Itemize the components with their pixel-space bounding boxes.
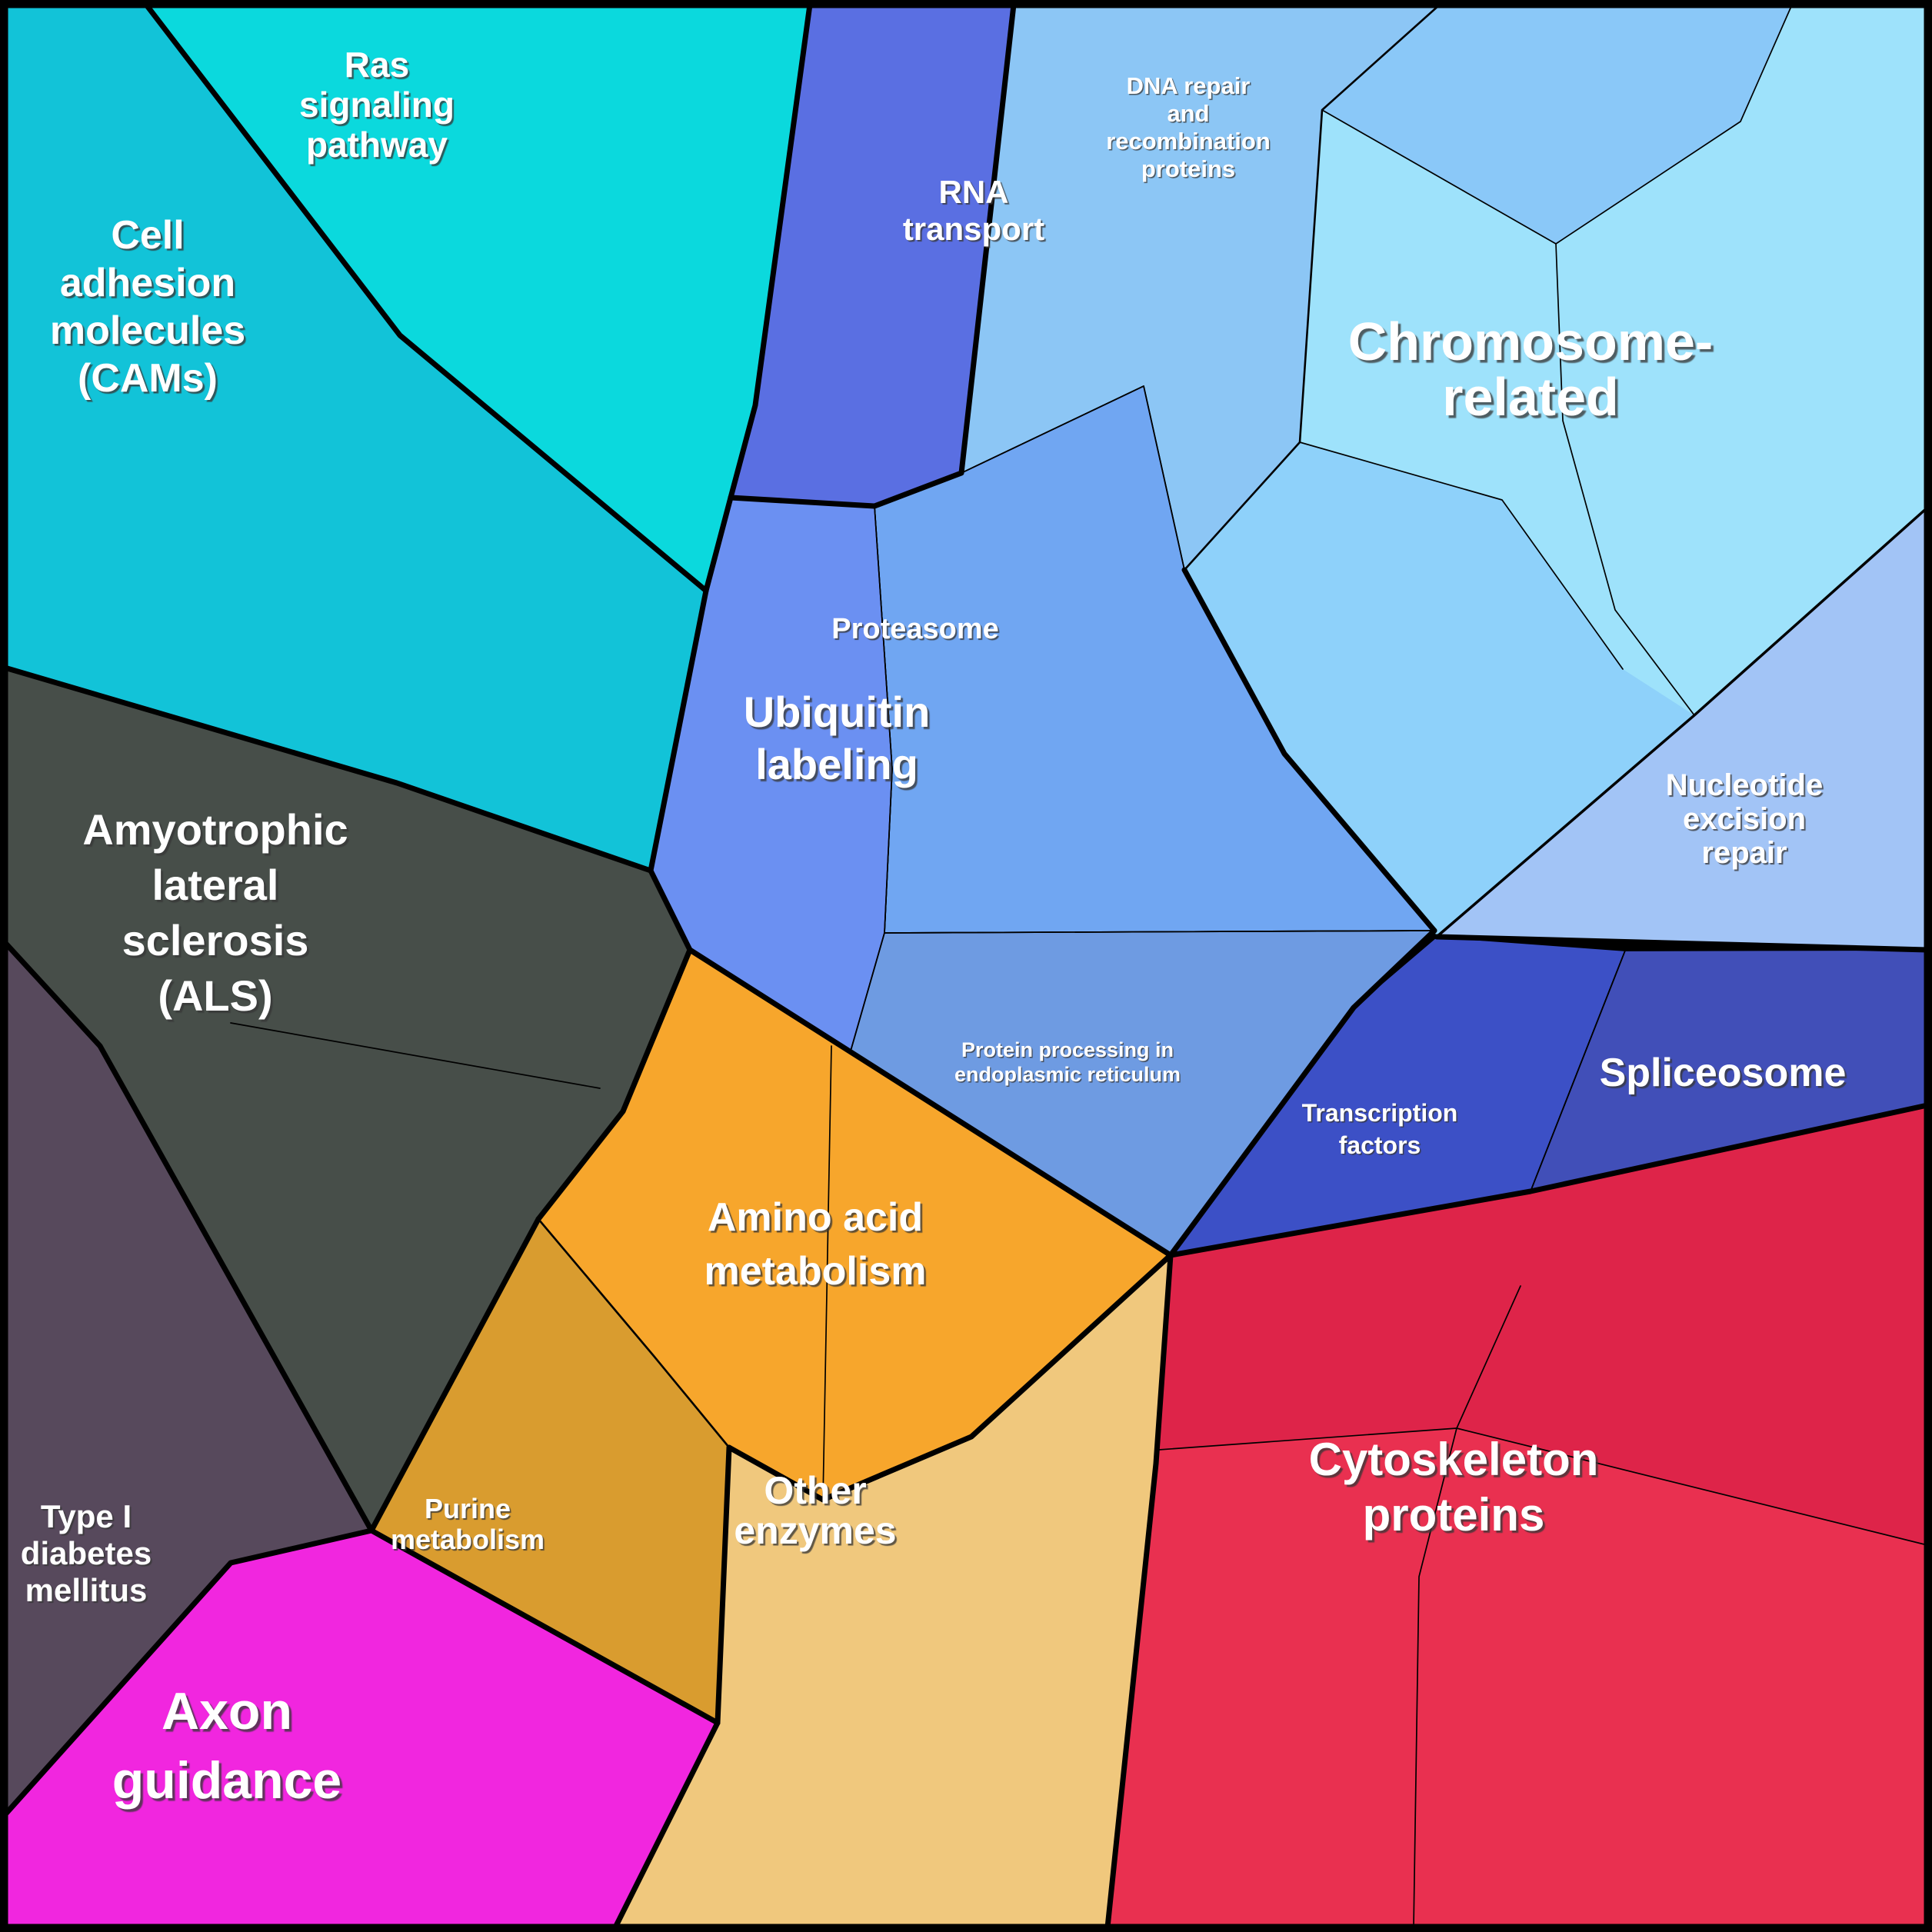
border-line — [1104, 1252, 1174, 1930]
cytoskeleton-subcell-top — [1159, 1105, 1927, 1545]
border-line — [1168, 928, 1437, 1258]
label-type-1-diabetes-mellitus: Type I — [41, 1498, 132, 1534]
label-cell-adhesion-molecules: (CAMs) — [78, 356, 218, 401]
border-line — [2, 939, 375, 1534]
label-ubiquitin-labeling: labeling — [755, 740, 918, 788]
border-line — [368, 1527, 721, 1726]
label-transcription-factors: factors — [1339, 1131, 1421, 1159]
border-line — [871, 2, 1017, 509]
label-purine-metabolism: Purine — [425, 1493, 511, 1524]
border-line — [849, 932, 885, 1054]
border-line — [648, 868, 693, 953]
border-line — [1299, 441, 1624, 670]
label-cytoskeleton-proteins: proteins — [1363, 1489, 1545, 1541]
label-cell-adhesion-molecules: adhesion — [60, 261, 235, 305]
label-type-1-diabetes-mellitus: diabetes — [21, 1535, 152, 1571]
label-chromosome-related: Chromosome- — [1348, 311, 1713, 371]
label-rna-transport: transport — [903, 211, 1044, 247]
border-line — [728, 2, 813, 501]
border-line — [230, 1022, 601, 1089]
border-line — [1158, 1427, 1928, 1546]
label-protein-processing-in-endoplasmic-reticulum: endoplasmic reticulum — [954, 1063, 1181, 1086]
label-dna-repair-and-recombination-proteins: and — [1167, 100, 1209, 127]
border-line — [368, 1216, 541, 1534]
label-type-1-diabetes-mellitus: mellitus — [25, 1572, 148, 1608]
label-dna-repair-and-recombination-proteins: proteins — [1141, 155, 1235, 182]
chromosome-subcell-left — [1184, 442, 1694, 937]
label-nucleotide-excision-repair: repair — [1701, 836, 1787, 870]
border-line — [822, 1045, 832, 1501]
label-other-enzymes: enzymes — [734, 1509, 896, 1552]
label-ras-signaling-pathway: pathway — [306, 125, 448, 165]
label-nucleotide-excision-repair: Nucleotide — [1666, 768, 1823, 802]
label-cell-adhesion-molecules: Cell — [111, 213, 184, 258]
border-line — [143, 2, 709, 594]
border-line — [687, 947, 1174, 1258]
border-line — [1183, 3, 1441, 571]
label-amino-acid-metabolism: metabolism — [705, 1249, 927, 1294]
border-line — [1434, 934, 1930, 953]
label-ras-signaling-pathway: signaling — [299, 85, 455, 125]
label-ras-signaling-pathway: Ras — [345, 45, 409, 85]
label-transcription-factors: Transcription — [1302, 1099, 1458, 1127]
border-line — [715, 1444, 732, 1726]
border-line — [728, 495, 878, 509]
border-line — [1435, 506, 1929, 938]
label-amyotrophic-lateral-sclerosis: sclerosis — [122, 916, 309, 964]
border-line — [1168, 1102, 1930, 1258]
label-chromosome-related: related — [1442, 367, 1619, 427]
label-axon-guidance: guidance — [112, 1751, 342, 1810]
label-amino-acid-metabolism: Amino acid — [708, 1195, 923, 1240]
label-ubiquitin-labeling: Ubiquitin — [744, 688, 931, 736]
border-line — [1321, 109, 1557, 245]
label-rna-transport: RNA — [939, 174, 1009, 210]
border-line — [535, 947, 693, 1222]
label-cytoskeleton-proteins: Cytoskeleton — [1309, 1434, 1599, 1485]
border-line — [2, 665, 654, 874]
border-line — [537, 1217, 731, 1449]
label-amyotrophic-lateral-sclerosis: lateral — [152, 861, 279, 909]
border-line — [1555, 243, 1695, 716]
border-line — [703, 495, 734, 594]
border-line — [1555, 4, 1793, 245]
border-line — [884, 930, 1435, 934]
border-line — [726, 1252, 1174, 1503]
label-dna-repair-and-recombination-proteins: recombination — [1106, 128, 1271, 155]
border-line — [1413, 1285, 1521, 1928]
label-other-enzymes: Other — [764, 1469, 866, 1512]
border-line — [648, 588, 709, 874]
border-line — [2, 1527, 375, 1818]
label-nucleotide-excision-repair: excision — [1683, 802, 1806, 836]
label-amyotrophic-lateral-sclerosis: (ALS) — [158, 971, 272, 1020]
label-amyotrophic-lateral-sclerosis: Amyotrophic — [82, 805, 348, 854]
label-dna-repair-and-recombination-proteins: DNA repair — [1127, 72, 1251, 99]
border-line — [874, 505, 893, 934]
label-spliceosome: Spliceosome — [1600, 1051, 1847, 1095]
label-proteasome: Proteasome — [831, 613, 999, 645]
border-line — [612, 1720, 721, 1930]
chromosome-subcell-top — [1322, 5, 1792, 244]
border-line — [1181, 567, 1437, 934]
label-cell-adhesion-molecules: molecules — [50, 308, 245, 353]
label-purine-metabolism: metabolism — [391, 1524, 545, 1555]
label-protein-processing-in-endoplasmic-reticulum: Protein processing in — [961, 1038, 1174, 1061]
border-line — [1530, 950, 1626, 1192]
border-line — [961, 385, 1185, 571]
label-axon-guidance: Axon — [162, 1682, 292, 1740]
